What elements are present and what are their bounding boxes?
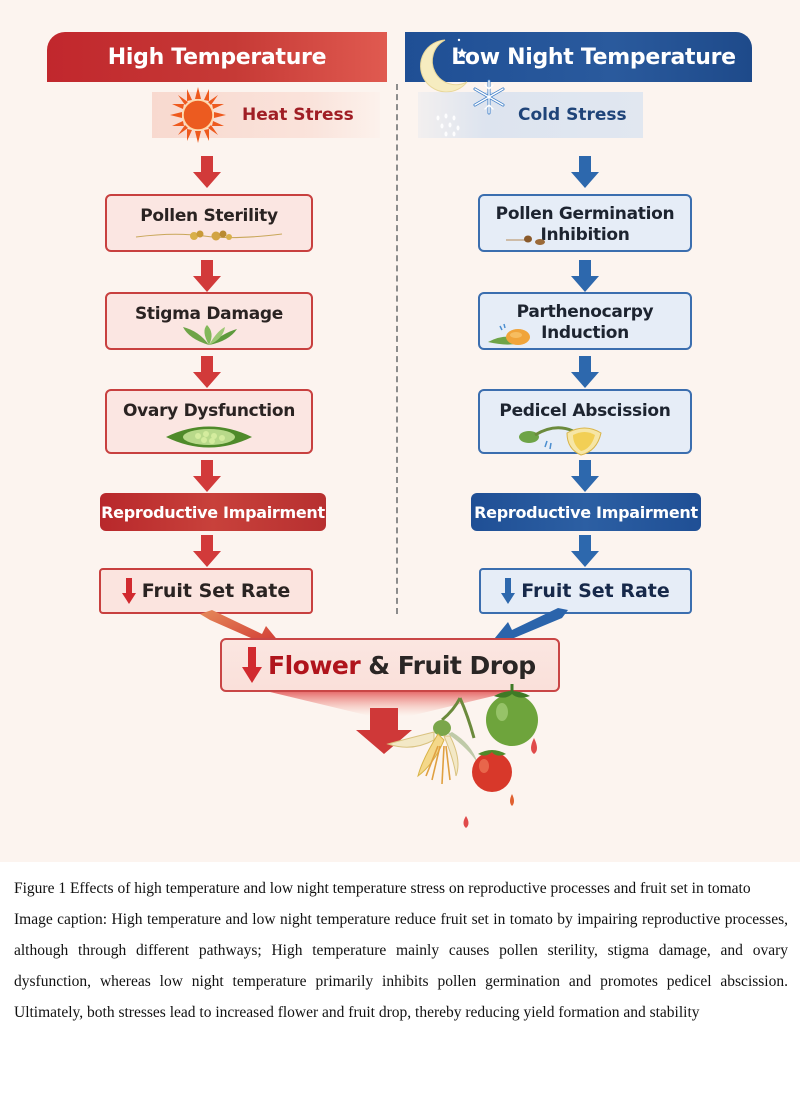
down-arrow-icon <box>571 156 599 188</box>
reproductive-impairment-right: Reproductive Impairment <box>471 493 701 531</box>
parthenocarpy-induction-box: Parthenocarpy Induction <box>478 292 692 350</box>
cold-stress-label: Cold Stress <box>418 92 643 138</box>
parthenocarpic-fruit-icon <box>488 323 530 345</box>
stigma-damage-box: Stigma Damage <box>105 292 313 350</box>
pedicel-abscission-label: Pedicel Abscission <box>499 401 671 421</box>
heat-stress-text: Heat Stress <box>242 105 354 125</box>
reproductive-impairment-right-label: Reproductive Impairment <box>474 502 698 522</box>
cold-drops-icon <box>436 113 460 137</box>
fruit-set-rate-left: Fruit Set Rate <box>99 568 313 614</box>
pollen-sterility-label: Pollen Sterility <box>140 206 278 226</box>
down-arrow-icon <box>121 578 136 604</box>
down-arrow-icon <box>501 578 516 604</box>
flower-fruit-drop-box: Flower & Fruit Drop <box>220 638 560 692</box>
high-temperature-header: High Temperature <box>47 32 387 82</box>
pedicel-abscission-box: Pedicel Abscission <box>478 389 692 456</box>
ovary-icon <box>166 426 252 448</box>
stigma-damage-label: Stigma Damage <box>134 304 284 324</box>
converging-arrow-right <box>490 608 568 646</box>
ovary-dysfunction-label: Ovary Dysfunction <box>122 401 295 421</box>
tomato-flower-drop-icon <box>386 684 538 828</box>
caption-text: Image caption: High temperature and low … <box>14 911 788 1021</box>
snowflake-icon <box>473 79 505 115</box>
down-arrow-icon <box>193 356 221 388</box>
ovary-dysfunction-box: Ovary Dysfunction <box>105 389 313 454</box>
high-temperature-title: High Temperature <box>107 44 327 70</box>
caption-title: Figure 1 Effects of high temperature and… <box>14 880 751 897</box>
reproductive-impairment-left: Reproductive Impairment <box>100 493 326 531</box>
low-night-temperature-header: Low Night Temperature <box>405 32 752 82</box>
down-arrow-icon <box>571 535 599 567</box>
figure-caption: Figure 1 Effects of high temperature and… <box>14 873 788 1028</box>
fruit-drop-words: & Fruit Drop <box>368 650 536 680</box>
down-arrow-icon <box>193 260 221 292</box>
down-arrow-icon <box>193 535 221 567</box>
pollen-seeds-icon <box>506 235 545 245</box>
cold-stress-text: Cold Stress <box>518 105 627 125</box>
fruit-set-rate-right-label: Fruit Set Rate <box>521 580 670 602</box>
fruit-set-rate-left-label: Fruit Set Rate <box>141 580 291 602</box>
down-arrow-icon <box>242 647 262 683</box>
figure-panel: High Temperature Low Night Temperature H… <box>0 0 800 862</box>
down-arrow-icon <box>193 460 221 492</box>
parthenocarpy-line1: Parthenocarpy <box>516 302 654 322</box>
pollen-germination-inhibition-box: Pollen Germination Inhibition <box>478 194 692 252</box>
moon-icon <box>420 38 468 93</box>
down-arrow-icon <box>571 356 599 388</box>
parthenocarpy-line2: Induction <box>541 323 629 343</box>
pollen-germination-line1: Pollen Germination <box>495 204 675 224</box>
sun-icon <box>170 87 226 143</box>
column-divider <box>396 84 398 614</box>
fruit-set-rate-right: Fruit Set Rate <box>479 568 692 614</box>
pollen-sterility-box: Pollen Sterility <box>105 194 313 252</box>
low-night-temperature-title: Low Night Temperature <box>451 44 736 70</box>
reproductive-impairment-left-label: Reproductive Impairment <box>101 502 325 522</box>
outcome-arrow <box>270 692 510 754</box>
flower-word: Flower <box>268 650 361 680</box>
down-arrow-icon <box>571 460 599 492</box>
pedicel-flower-icon <box>519 426 602 456</box>
pollen-grains-icon <box>135 230 283 241</box>
down-arrow-icon <box>193 156 221 188</box>
stigma-leaves-icon <box>183 325 237 345</box>
pollen-germination-line2: Inhibition <box>540 225 630 245</box>
down-arrow-icon <box>571 260 599 292</box>
